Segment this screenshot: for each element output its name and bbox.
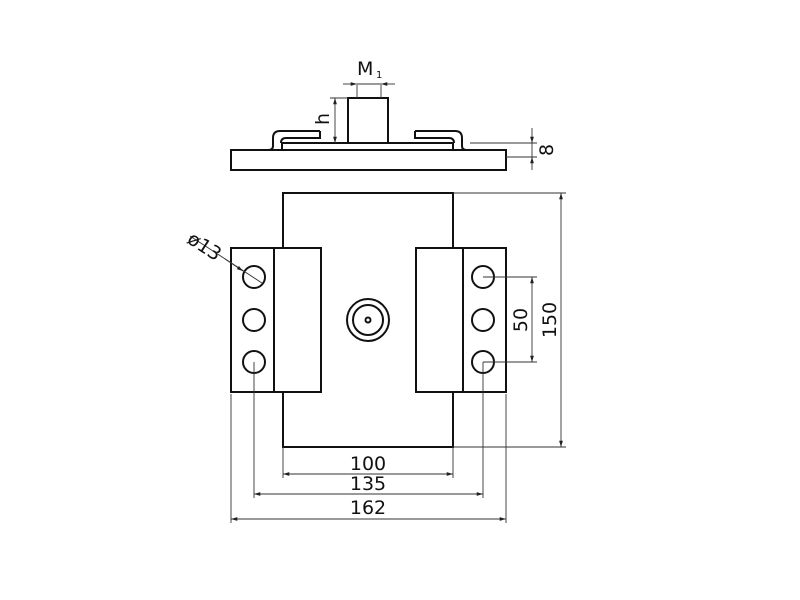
thread-subscript: 1 bbox=[376, 70, 382, 81]
height-label: h bbox=[312, 113, 334, 125]
hole bbox=[242, 308, 266, 332]
center-stud bbox=[346, 298, 390, 342]
hole bbox=[242, 265, 266, 289]
plan-view: ø13 50 150 100 135 162 bbox=[183, 192, 566, 523]
base-plate bbox=[230, 149, 507, 171]
left-clamp-block bbox=[230, 247, 322, 393]
plate-width-label: 100 bbox=[350, 453, 386, 475]
overall-width-label: 162 bbox=[350, 497, 386, 519]
height-dimension-label: 150 bbox=[539, 302, 561, 338]
raised-plate bbox=[281, 142, 454, 151]
hole-spacing-label: 135 bbox=[350, 473, 386, 495]
side-view: M 1 h 8 bbox=[230, 58, 558, 171]
stud bbox=[347, 97, 389, 144]
right-clamp-block bbox=[415, 247, 507, 393]
left-clamp bbox=[267, 130, 321, 151]
thread-label: M bbox=[357, 58, 373, 80]
right-clamp bbox=[414, 130, 468, 151]
hole bbox=[471, 308, 495, 332]
hole-diameter-label: ø13 bbox=[183, 228, 225, 266]
thickness-label: 8 bbox=[536, 144, 558, 156]
hole-pitch-label: 50 bbox=[510, 308, 532, 332]
